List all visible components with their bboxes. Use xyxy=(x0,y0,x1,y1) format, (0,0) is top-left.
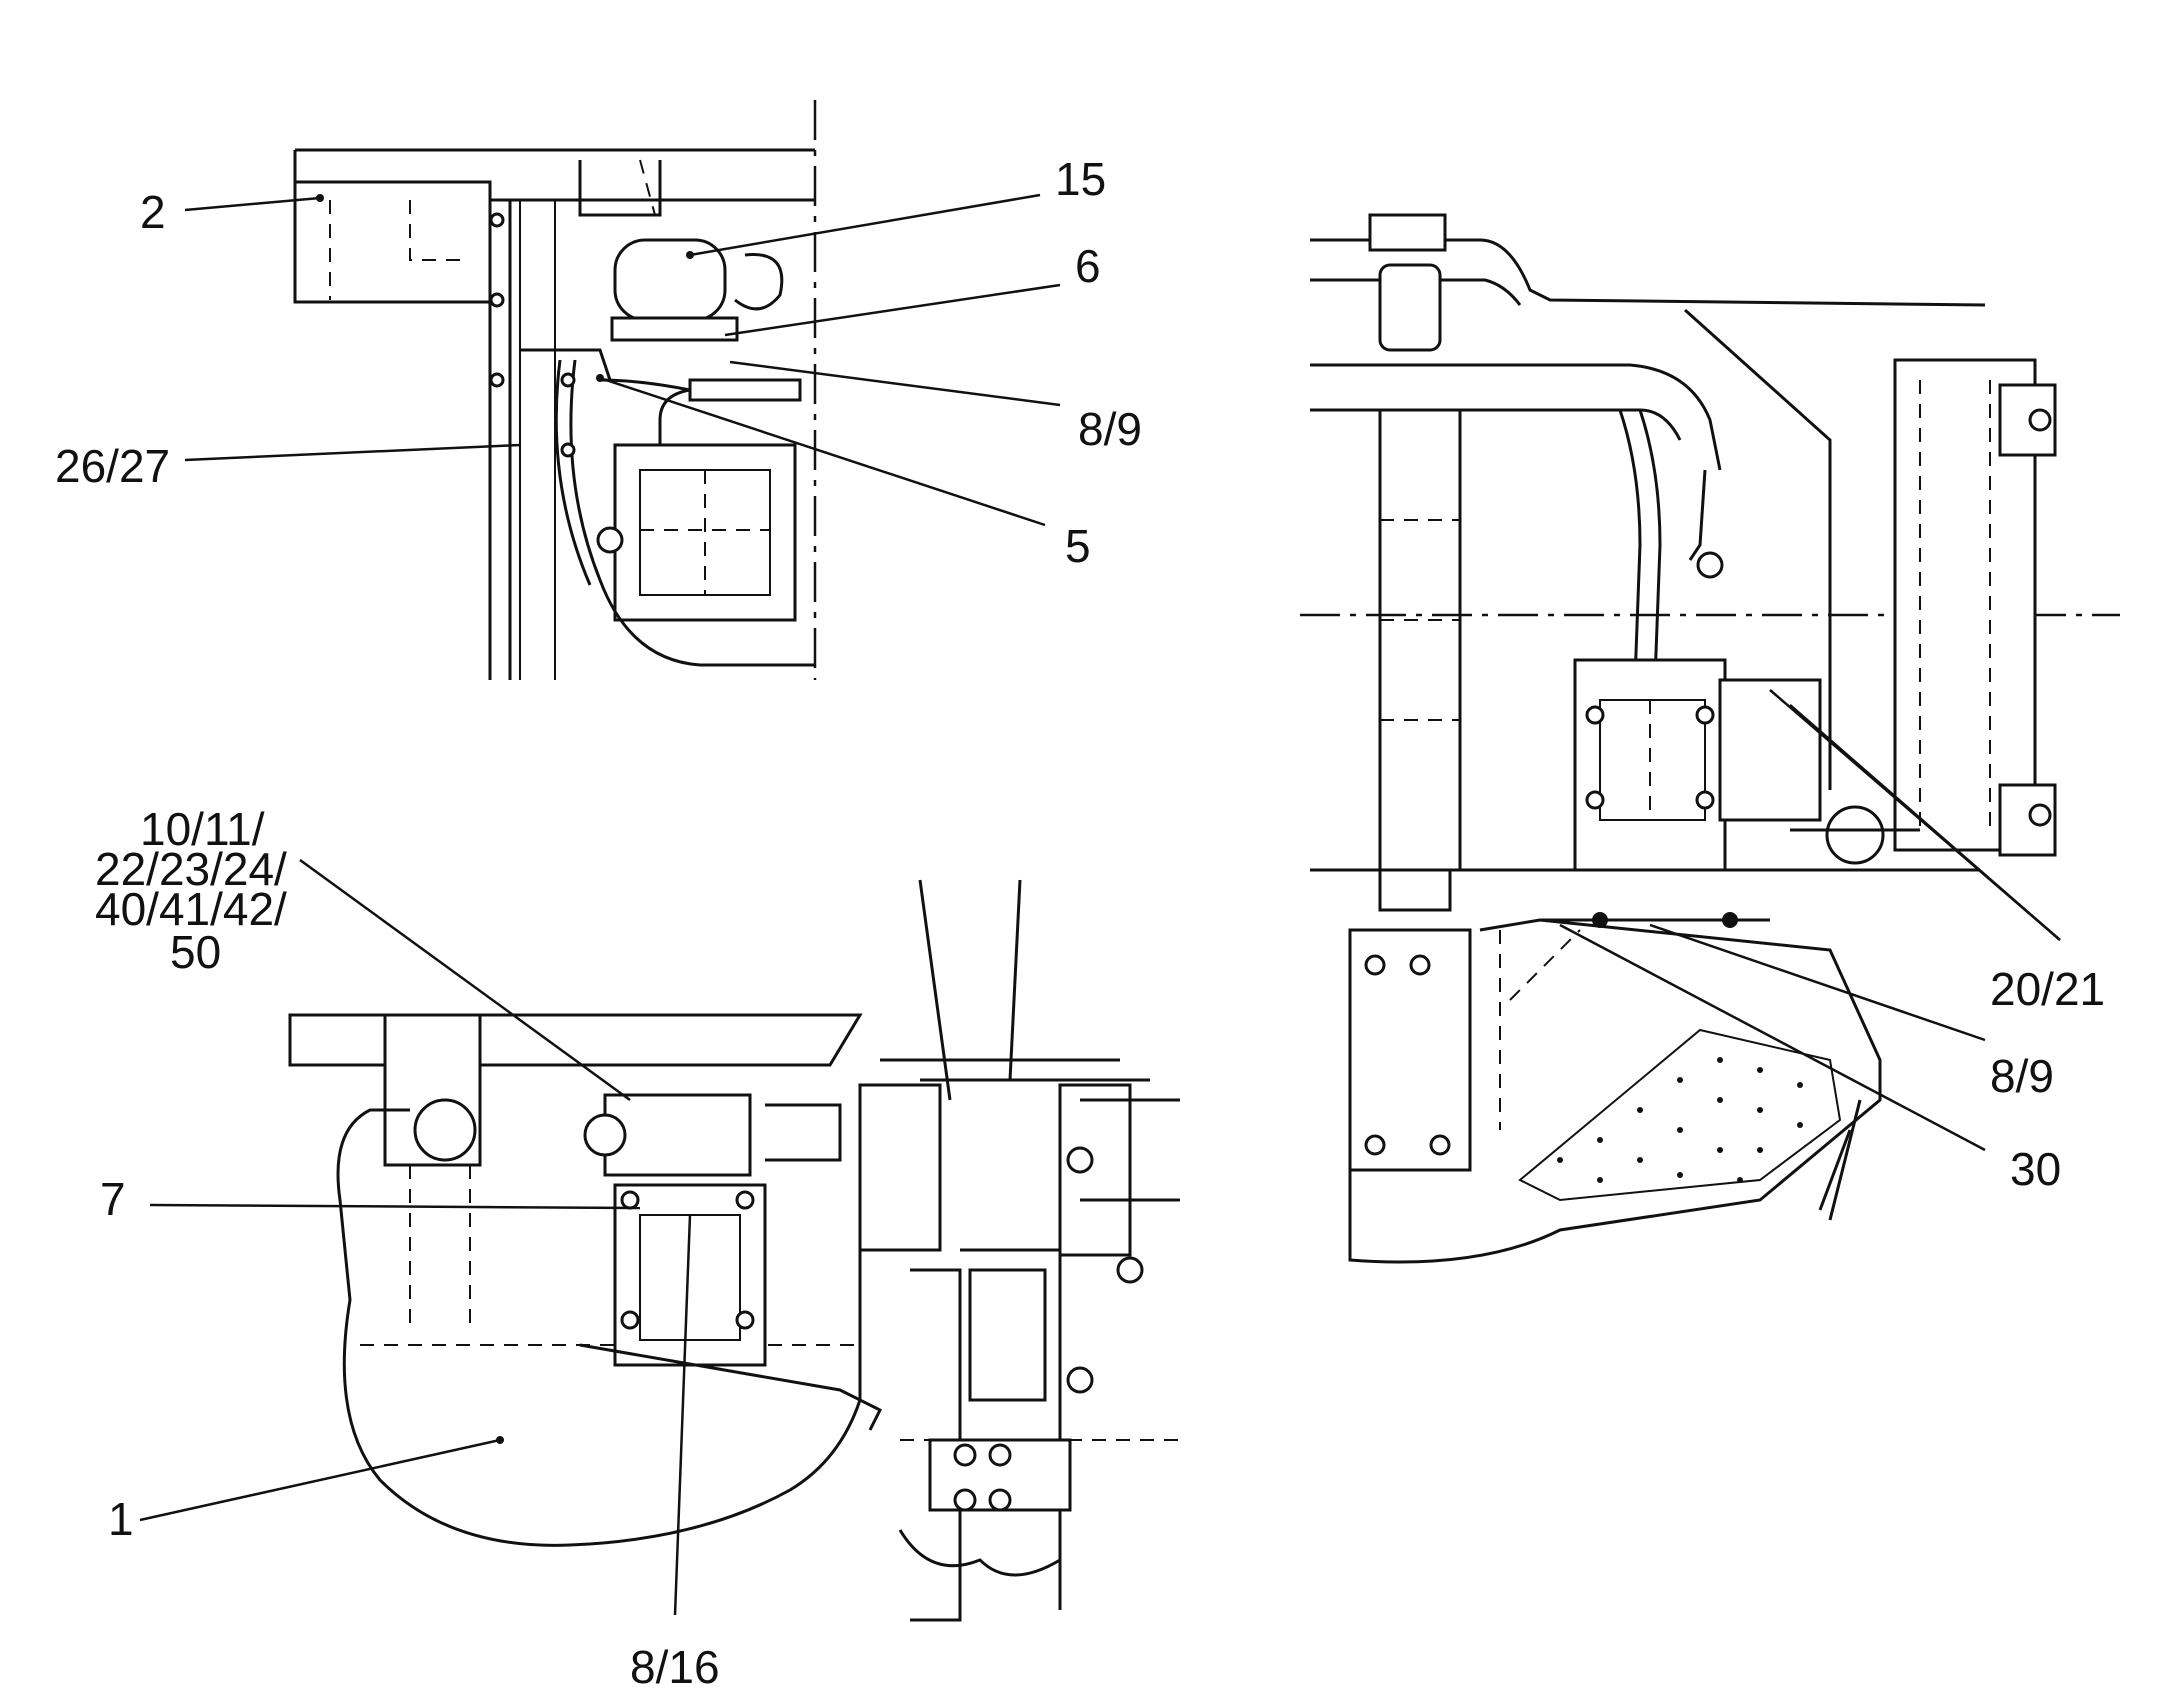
label-multi-line-4: 50 xyxy=(170,926,221,978)
label-7: 7 xyxy=(100,1173,126,1225)
label-multi-line-3: 40/41/42/ xyxy=(95,883,287,935)
label-30: 30 xyxy=(2010,1143,2061,1195)
label-multi-line-2: 22/23/24/ xyxy=(95,843,287,895)
label-8-9-right: 8/9 xyxy=(1990,1050,2054,1102)
label-20-21: 20/21 xyxy=(1990,963,2105,1015)
view-top-left: 2 15 6 8/9 26/27 5 xyxy=(55,100,1142,680)
view-right: 20/21 8/9 30 xyxy=(1300,213,2120,1264)
label-5: 5 xyxy=(1065,520,1091,572)
view-bottom-left: 10/11/ 22/23/24/ 40/41/42/ 50 7 1 8/16 xyxy=(95,803,1180,1693)
label-2: 2 xyxy=(140,186,166,238)
label-8-9-top: 8/9 xyxy=(1078,403,1142,455)
label-6: 6 xyxy=(1075,240,1101,292)
perforated-panel xyxy=(1518,1028,1842,1202)
label-15: 15 xyxy=(1055,153,1106,205)
label-8-16: 8/16 xyxy=(630,1641,720,1693)
label-1: 1 xyxy=(108,1493,134,1545)
label-26-27: 26/27 xyxy=(55,440,170,492)
label-multi-line-1: 10/11/ xyxy=(140,803,265,855)
